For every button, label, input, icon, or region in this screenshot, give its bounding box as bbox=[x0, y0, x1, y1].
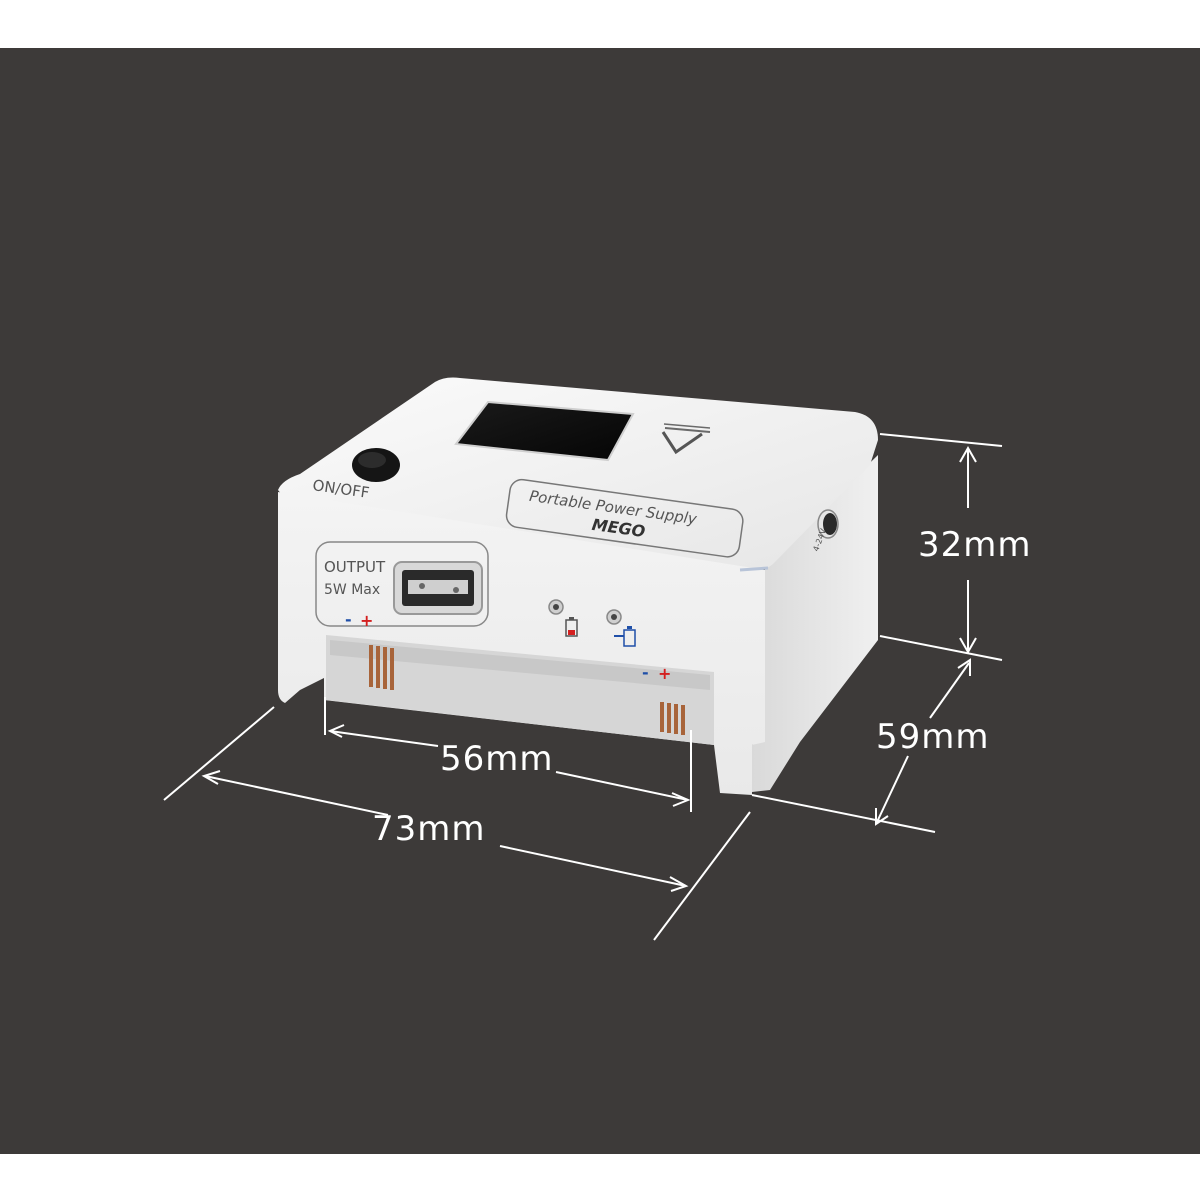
battery-icon bbox=[565, 617, 578, 637]
polarity-right-plus: + bbox=[658, 664, 671, 683]
height-dimension-label: 32mm bbox=[918, 525, 1032, 565]
inner-width-dimension-label: 56mm bbox=[440, 739, 554, 779]
dimension-annotations bbox=[163, 433, 1003, 941]
power-supply-device: ON/OFF Portable Power Supply MEGO OUTPUT… bbox=[278, 377, 878, 795]
lcd-screen bbox=[454, 400, 635, 462]
output-badge-line1: OUTPUT bbox=[324, 558, 386, 576]
header-pins-right bbox=[660, 702, 685, 735]
usb-port[interactable] bbox=[393, 561, 483, 615]
charging-icon bbox=[614, 626, 636, 647]
output-badge: OUTPUT 5W Max bbox=[315, 541, 489, 627]
polarity-left-minus: - bbox=[345, 610, 352, 629]
output-badge-line2: 5W Max bbox=[324, 582, 380, 598]
outer-width-dimension-label: 73mm bbox=[372, 809, 486, 849]
device-side-face bbox=[752, 455, 878, 792]
v-logo bbox=[661, 423, 711, 455]
header-pins-left bbox=[369, 645, 394, 690]
voltage-dial[interactable] bbox=[817, 509, 839, 539]
polarity-left-plus: + bbox=[360, 611, 373, 630]
depth-dimension-label: 59mm bbox=[876, 717, 990, 757]
polarity-right-minus: - bbox=[642, 663, 649, 682]
